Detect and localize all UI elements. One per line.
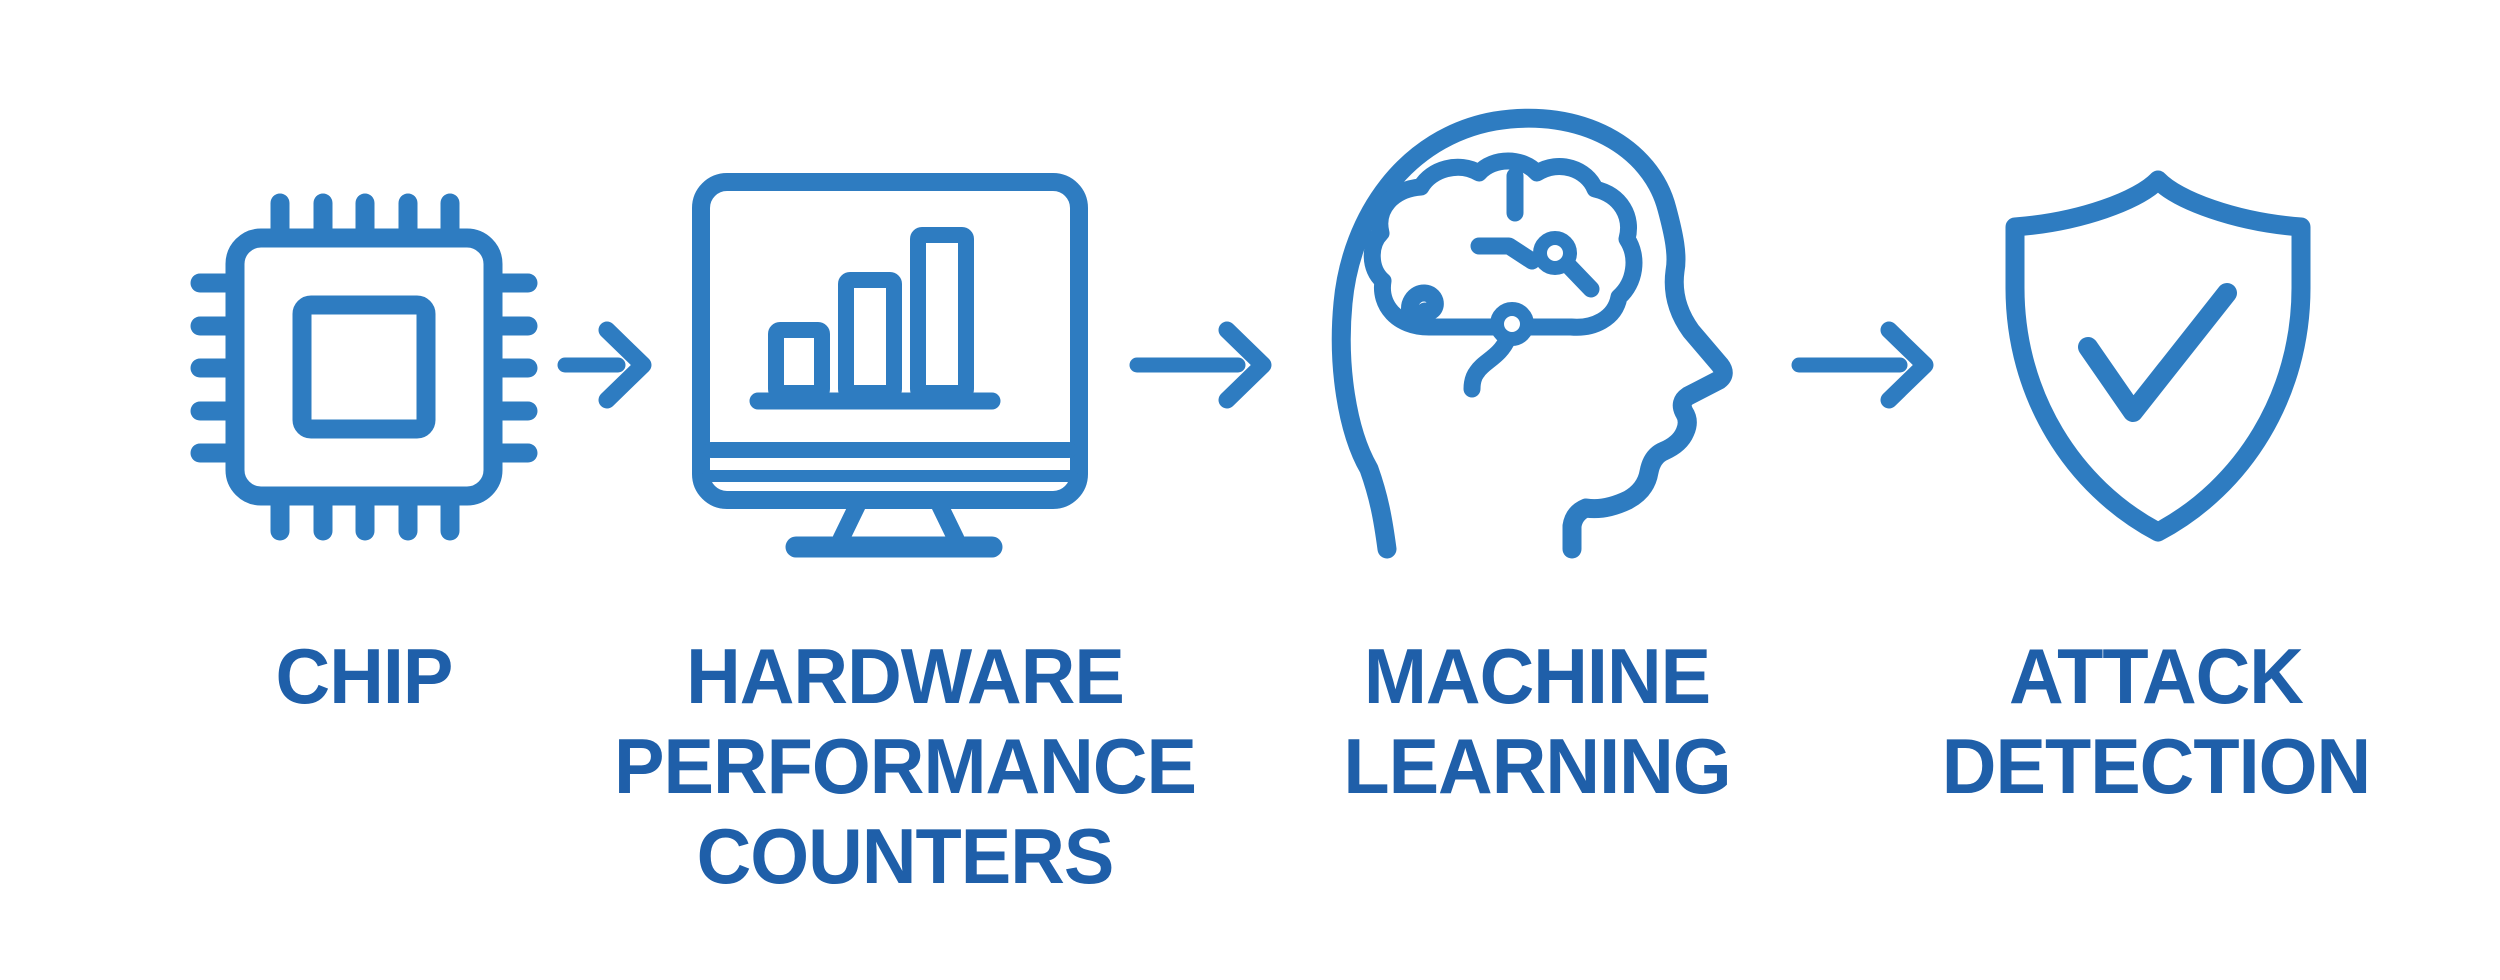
bar-small — [768, 322, 830, 401]
circuit-node — [1490, 302, 1534, 346]
stage-label-machine-learning: MACHINE LEARNING — [1227, 631, 1848, 811]
label-line: LEARNING — [1343, 722, 1731, 810]
monitor-bar-chart-icon — [692, 173, 1088, 558]
head-brain-icon — [1331, 108, 1733, 559]
arrow-right-icon — [1791, 321, 1934, 409]
bar-tall — [910, 227, 974, 401]
label-line: HARDWARE — [686, 632, 1125, 720]
arrow-right-icon — [557, 321, 652, 409]
arrow-right-icon — [1129, 321, 1272, 409]
label-line: CHIP — [275, 632, 454, 720]
label-line: COUNTERS — [696, 812, 1115, 900]
stage-label-chip: CHIP — [54, 631, 675, 721]
label-line: MACHINE — [1363, 632, 1711, 720]
bar-medium — [838, 272, 902, 401]
checkmark-icon — [2078, 283, 2237, 422]
label-line: DETECTION — [1941, 722, 2371, 810]
circuit-node — [1533, 231, 1577, 275]
shield-check-icon — [2005, 170, 2311, 542]
label-line: ATTACK — [2009, 632, 2304, 720]
chip-icon — [190, 193, 538, 541]
stage-label-attack-detection: ATTACK DETECTION — [1846, 631, 2467, 811]
stage-label-hardware-performance-counters: HARDWARE PERFORMANCE COUNTERS — [595, 631, 1216, 901]
label-line: PERFORMANCE — [613, 722, 1197, 810]
